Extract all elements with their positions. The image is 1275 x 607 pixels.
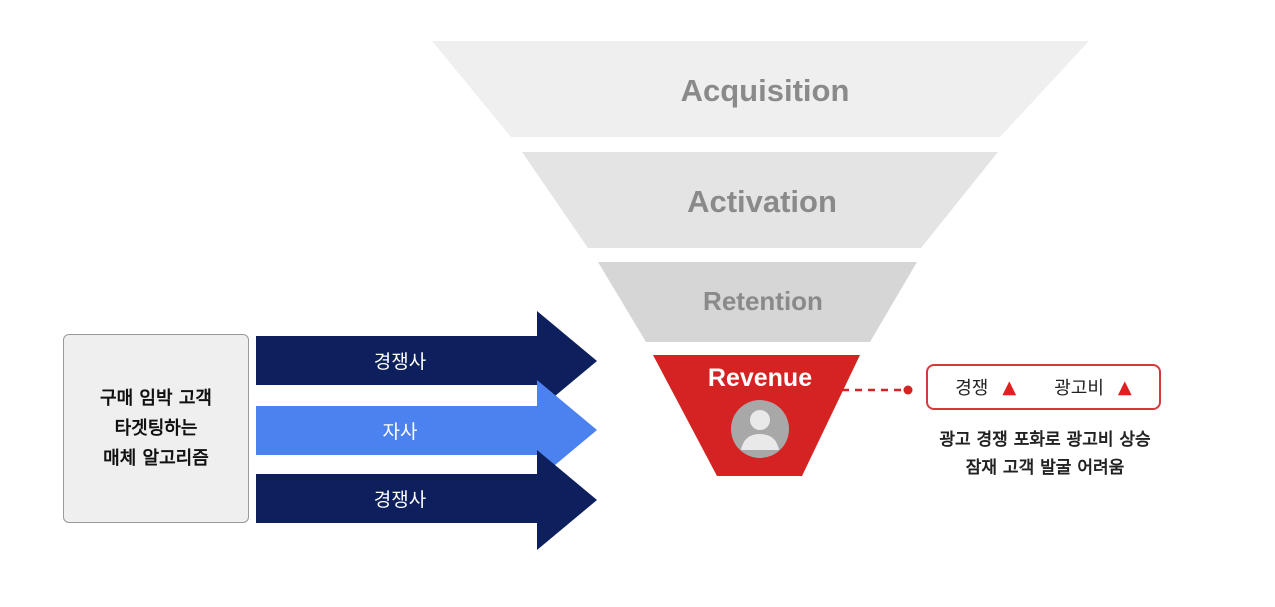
stage-retention-shape [598, 262, 917, 342]
targeting-algorithm-box: 구매 임박 고객 타겟팅하는 매체 알고리즘 [63, 334, 249, 523]
stage-activation-label: Activation [687, 184, 837, 219]
badge-competition-label: 경쟁 [955, 378, 989, 399]
arrow-competitor-top [256, 311, 597, 411]
note-line-2: 잠재 고객 발굴 어려움 [965, 458, 1125, 478]
stage-acquisition-label: Acquisition [681, 73, 850, 108]
badge-adcost-label: 광고비 [1054, 378, 1104, 399]
source-box-line-3: 매체 알고리즘 [103, 447, 209, 469]
stage-activation-shape [522, 152, 998, 248]
note-line-1: 광고 경쟁 포화로 광고비 상승 [939, 430, 1151, 450]
stage-revenue-label: Revenue [708, 364, 812, 392]
user-avatar-icon [731, 400, 789, 458]
arrow-competitor-top-label: 경쟁사 [374, 351, 426, 373]
explanation-note: 광고 경쟁 포화로 광고비 상승 잠재 고객 발굴 어려움 [905, 426, 1185, 482]
stage-retention-label: Retention [703, 286, 823, 316]
arrow-competitor-bottom [256, 450, 597, 550]
up-triangle-icon: ▲ [1002, 376, 1017, 398]
stage-acquisition-shape [432, 41, 1089, 137]
source-box-line-1: 구매 임박 고객 [100, 387, 212, 409]
arrow-competitor-bottom-label: 경쟁사 [374, 489, 426, 511]
arrow-own-company-label: 자사 [383, 421, 418, 443]
up-triangle-icon: ▲ [1117, 376, 1132, 398]
source-box-line-2: 타겟팅하는 [114, 417, 198, 439]
cost-increase-badge: 경쟁 ▲ 광고비 ▲ [926, 364, 1161, 410]
arrow-own-company [256, 380, 597, 480]
connector-dot [903, 385, 913, 395]
